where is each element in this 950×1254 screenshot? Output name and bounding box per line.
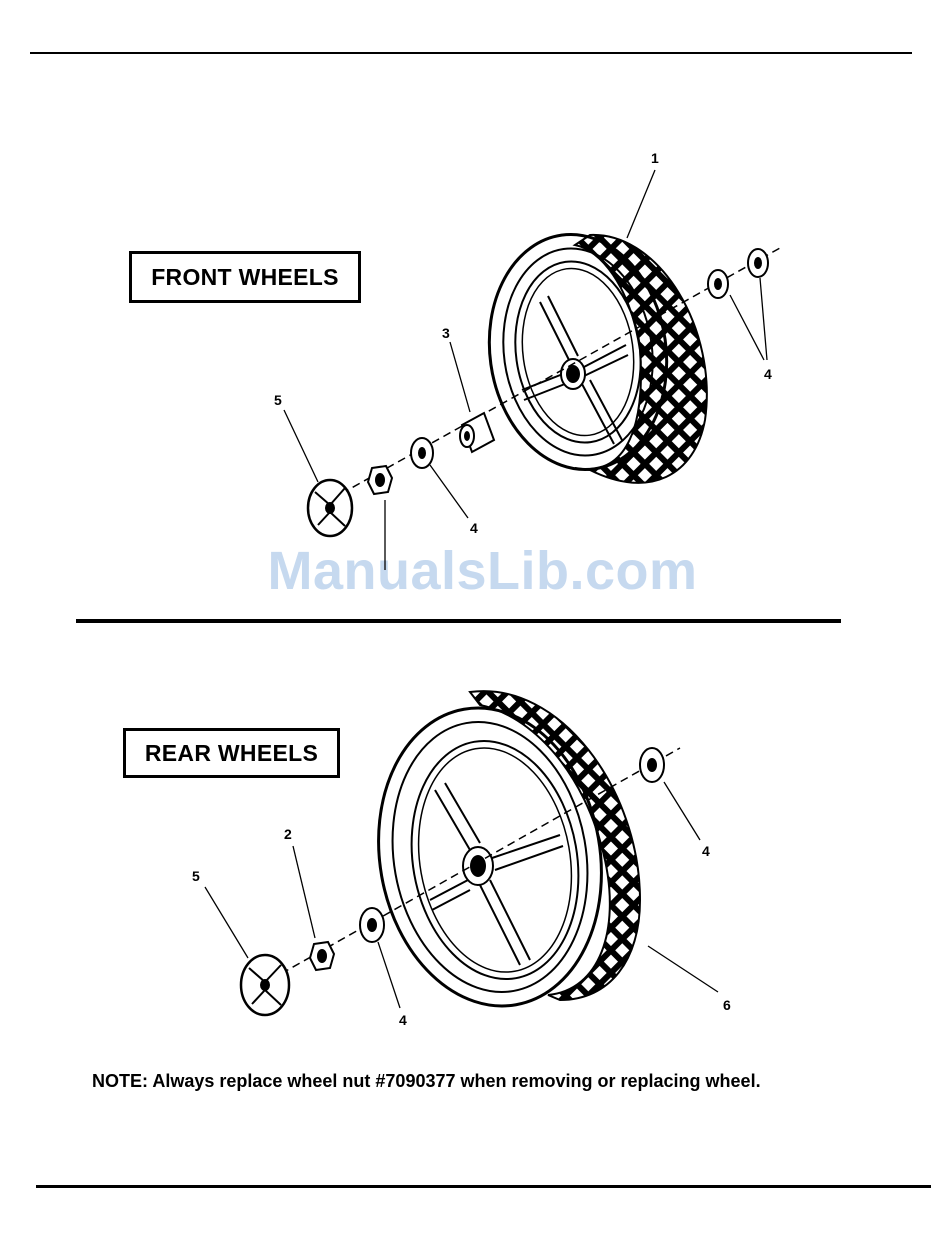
rear-washer-inner (360, 908, 384, 942)
front-wheels-title: FRONT WHEELS (129, 251, 361, 303)
callout-front-washer-outer: 4 (764, 366, 772, 382)
front-wheel (474, 223, 706, 483)
front-washer-outer (708, 249, 768, 298)
rear-wheel (356, 690, 640, 1024)
front-bushing (460, 413, 494, 452)
rear-hubcap (241, 955, 289, 1015)
front-nut (368, 466, 392, 494)
callout-rear-washer-outer: 4 (702, 843, 710, 859)
callout-front-wheel: 1 (651, 150, 659, 166)
callout-rear-wheel: 6 (723, 997, 731, 1013)
callout-front-bushing: 3 (442, 325, 450, 341)
rear-wheels-title: REAR WHEELS (123, 728, 340, 778)
callout-front-washer-inner: 4 (470, 520, 478, 536)
callout-rear-hubcap: 5 (192, 868, 200, 884)
front-hubcap (308, 480, 352, 536)
callout-front-hubcap: 5 (274, 392, 282, 408)
callout-rear-nut: 2 (284, 826, 292, 842)
rear-washer-outer (640, 748, 664, 782)
front-washer-inner (411, 438, 433, 468)
callout-rear-washer-inner: 4 (399, 1012, 407, 1028)
rear-nut (310, 942, 334, 970)
wheel-nut-note: NOTE: Always replace wheel nut #7090377 … (92, 1071, 761, 1092)
